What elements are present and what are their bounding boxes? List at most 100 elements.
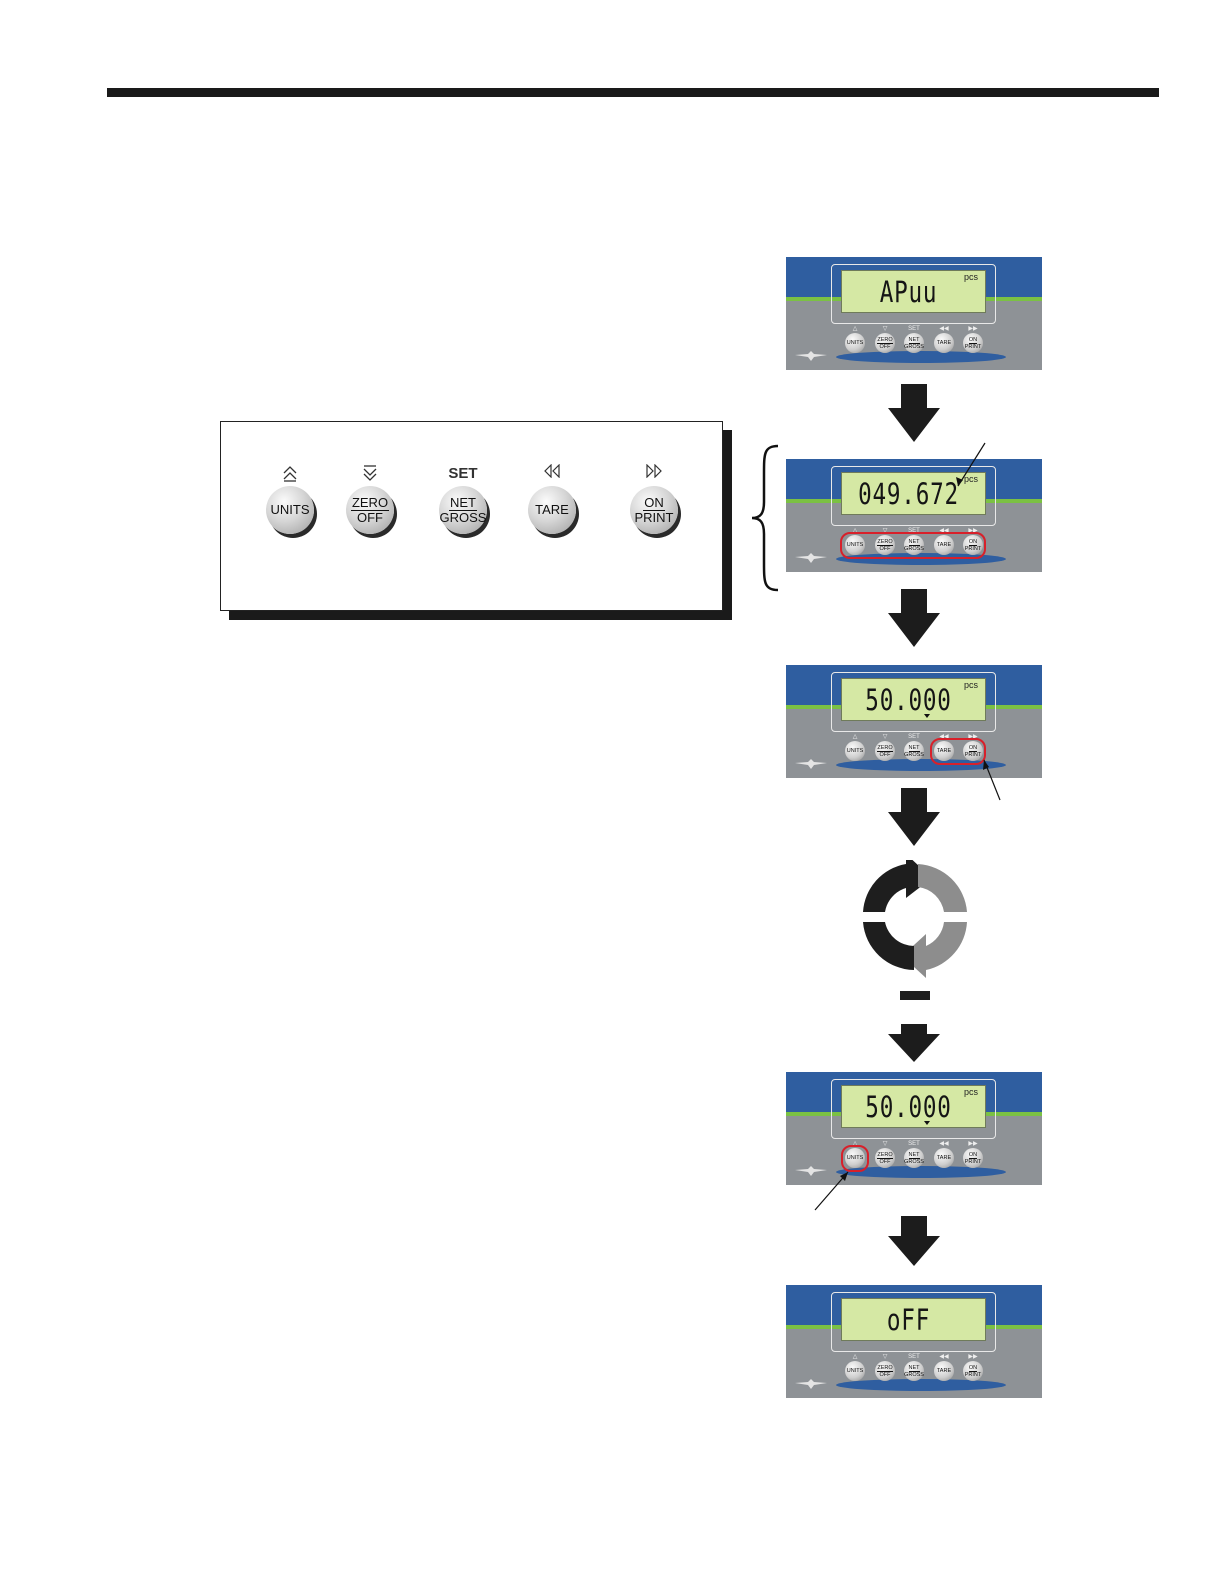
gross-label: GROSS <box>904 1158 924 1165</box>
rewind-icon: ◀◀ <box>939 1354 949 1360</box>
on-print-button[interactable]: ON PRINT <box>630 486 678 534</box>
tare-button[interactable]: TARE <box>528 486 576 534</box>
on-label: ON <box>968 336 978 344</box>
display-frame <box>831 466 996 526</box>
gross-label: GROSS <box>904 343 924 350</box>
curly-brace <box>751 444 779 592</box>
tare-button[interactable]: TARE <box>934 535 954 555</box>
fast-forward-icon: ▶▶ <box>968 326 978 332</box>
fast-forward-icon: ▶▶ <box>968 1141 978 1147</box>
on-label: ON <box>968 538 978 546</box>
tare-label: TARE <box>936 542 952 548</box>
on-label: ON <box>643 494 665 511</box>
down-triple-icon: ▽ <box>882 734 888 740</box>
lcd-display: oFF <box>841 1298 986 1341</box>
brand-logo <box>795 553 827 563</box>
zero-off-button[interactable]: ZERO OFF <box>346 486 394 534</box>
off-label: OFF <box>879 751 891 758</box>
off-label: OFF <box>879 545 891 552</box>
on-label: ON <box>968 744 978 752</box>
on-label: ON <box>968 1151 978 1159</box>
up-triple-icon: △ <box>852 1141 858 1147</box>
fast-forward-icon: ▶▶ <box>968 734 978 740</box>
legend-key-tare: TARE <box>517 464 587 534</box>
unit-indicator: pcs <box>963 474 978 484</box>
rewind-icon: ◀◀ <box>939 734 949 740</box>
unit-indicator: pcs <box>963 272 978 282</box>
net-label: NET <box>908 336 920 344</box>
down-arrow <box>888 589 940 647</box>
down-arrow <box>888 1216 940 1266</box>
units-button[interactable]: UNITS <box>845 1361 865 1381</box>
up-triple-icon: △ <box>852 326 858 332</box>
down-arrow <box>888 1024 940 1062</box>
units-label: UNITS <box>846 1155 864 1161</box>
down-triple-icon: ▽ <box>882 1141 888 1147</box>
set-label: SET <box>908 528 920 534</box>
units-label: UNITS <box>846 542 864 548</box>
brand-logo <box>795 1166 827 1176</box>
net-label: NET <box>908 1151 920 1159</box>
fast-forward-icon: ▶▶ <box>968 528 978 534</box>
display-value: 049.672 <box>858 477 959 511</box>
tare-label: TARE <box>936 1368 952 1374</box>
gross-label: GROSS <box>904 545 924 552</box>
net-gross-button[interactable]: NET GROSS <box>439 486 487 534</box>
key-legend-box: UNITS ZERO OFF SET NET GROSS TARE ON PR <box>220 421 723 611</box>
unit-indicator: pcs <box>963 680 978 690</box>
units-button[interactable]: UNITS <box>845 741 865 761</box>
keypad-swoosh <box>836 553 1006 565</box>
legend-key-units: UNITS <box>255 464 325 534</box>
repeat-cycle-icon <box>863 860 967 1000</box>
print-label: PRINT <box>964 1158 982 1165</box>
units-button[interactable]: UNITS <box>845 535 865 555</box>
tare-button[interactable]: TARE <box>934 1148 954 1168</box>
lcd-display: 049.672 pcs <box>841 472 986 515</box>
off-label: OFF <box>357 509 383 525</box>
brand-logo <box>795 351 827 361</box>
set-label: SET <box>908 326 920 332</box>
zero-label: ZERO <box>350 494 390 511</box>
rewind-icon <box>517 464 587 484</box>
unit-indicator: pcs <box>963 1087 978 1097</box>
keypad-swoosh <box>836 1379 1006 1391</box>
key-highlight-ring <box>930 738 986 765</box>
top-rule <box>107 88 1159 97</box>
units-button[interactable]: UNITS <box>845 333 865 353</box>
tare-button[interactable]: TARE <box>934 1361 954 1381</box>
lcd-display: APuu pcs <box>841 270 986 313</box>
down-arrow <box>888 384 940 442</box>
print-label: PRINT <box>964 343 982 350</box>
display-value: 50.000 <box>865 683 952 717</box>
gross-label: GROSS <box>439 509 487 525</box>
stable-indicator <box>924 1121 930 1125</box>
tare-button[interactable]: TARE <box>934 333 954 353</box>
display-frame <box>831 264 996 324</box>
units-button[interactable]: UNITS <box>266 486 314 534</box>
net-label: NET <box>908 1364 920 1372</box>
up-triple-icon <box>255 464 325 484</box>
zero-label: ZERO <box>877 744 893 752</box>
off-label: OFF <box>879 343 891 350</box>
zero-label: ZERO <box>877 1151 893 1159</box>
print-label: PRINT <box>964 545 982 552</box>
on-label: ON <box>968 1364 978 1372</box>
set-label: SET <box>908 1141 920 1147</box>
down-triple-icon: ▽ <box>882 326 888 332</box>
zero-label: ZERO <box>877 1364 893 1372</box>
